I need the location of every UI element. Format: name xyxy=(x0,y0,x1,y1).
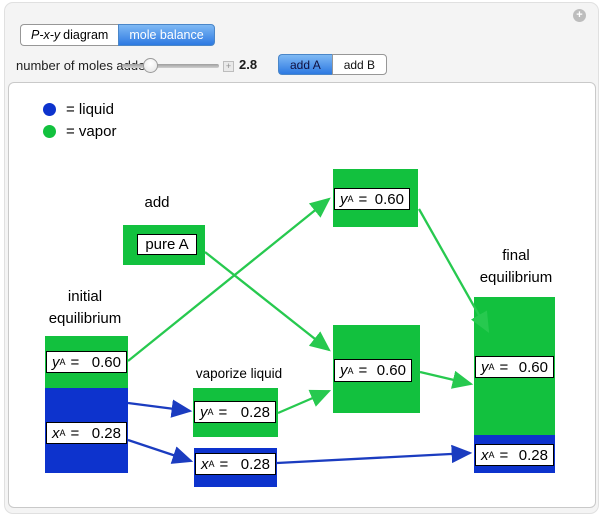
var: x xyxy=(481,446,489,464)
initial-title-line2: equilibrium xyxy=(48,310,122,327)
expand-plus-icon[interactable]: + xyxy=(573,9,586,22)
pure-a-label: pure A xyxy=(137,234,197,255)
equals: = xyxy=(499,446,509,464)
add-a-label: add A xyxy=(290,57,321,72)
value: 0.28 xyxy=(91,424,121,442)
tab-pxy-diagram[interactable]: P-x-y diagram xyxy=(20,24,119,46)
value: 0.60 xyxy=(91,353,121,371)
slider-track[interactable] xyxy=(122,64,219,68)
equals: = xyxy=(218,403,228,421)
value: 0.60 xyxy=(374,190,404,208)
value: 0.60 xyxy=(518,358,548,376)
value: 0.28 xyxy=(518,446,548,464)
equals: = xyxy=(499,358,509,376)
moles-slider-value: 2.8 xyxy=(239,57,258,72)
tab-mole-balance[interactable]: mole balance xyxy=(118,24,215,46)
var: x xyxy=(201,455,209,473)
final-title-line1: final xyxy=(502,247,530,264)
add-a-button[interactable]: add A xyxy=(278,54,332,75)
legend-vapor-label: = vapor xyxy=(66,123,117,140)
vaporize-title: vaporize liquid xyxy=(195,366,283,381)
equals: = xyxy=(70,353,80,371)
tab-pxy-math-label: P-x-y xyxy=(31,28,61,42)
equals: = xyxy=(219,455,229,473)
var: y xyxy=(340,190,348,208)
pure-a-text: pure A xyxy=(145,236,189,253)
tab-pxy-rest-label: diagram xyxy=(63,28,109,42)
value: 0.60 xyxy=(376,362,406,379)
var: y xyxy=(340,362,348,379)
moles-slider[interactable] xyxy=(122,58,219,74)
var: y xyxy=(200,403,208,421)
equals: = xyxy=(358,190,368,208)
moles-slider-label: number of moles added xyxy=(16,58,153,73)
var: y xyxy=(481,358,489,376)
add-title: add xyxy=(144,194,170,211)
slider-stepper-plus-icon[interactable]: + xyxy=(223,61,234,72)
var: y xyxy=(52,353,60,371)
initial-title-line1: initial xyxy=(67,288,103,305)
equals: = xyxy=(358,362,368,379)
add-b-label: add B xyxy=(343,57,376,72)
value: 0.28 xyxy=(240,403,270,421)
legend-vapor-dot-icon xyxy=(43,125,56,138)
value: 0.28 xyxy=(240,455,270,473)
var: x xyxy=(52,424,60,442)
component-setterbar: add A add B xyxy=(278,54,388,75)
final-title-line2: equilibrium xyxy=(479,269,553,286)
legend-liquid-label: = liquid xyxy=(66,101,114,118)
slider-thumb[interactable] xyxy=(143,58,158,73)
view-tabbar: P-x-y diagram mole balance xyxy=(20,24,215,46)
equals: = xyxy=(70,424,80,442)
legend-liquid-dot-icon xyxy=(43,103,56,116)
tab-mole-balance-label: mole balance xyxy=(129,28,204,42)
add-b-button[interactable]: add B xyxy=(331,54,388,75)
